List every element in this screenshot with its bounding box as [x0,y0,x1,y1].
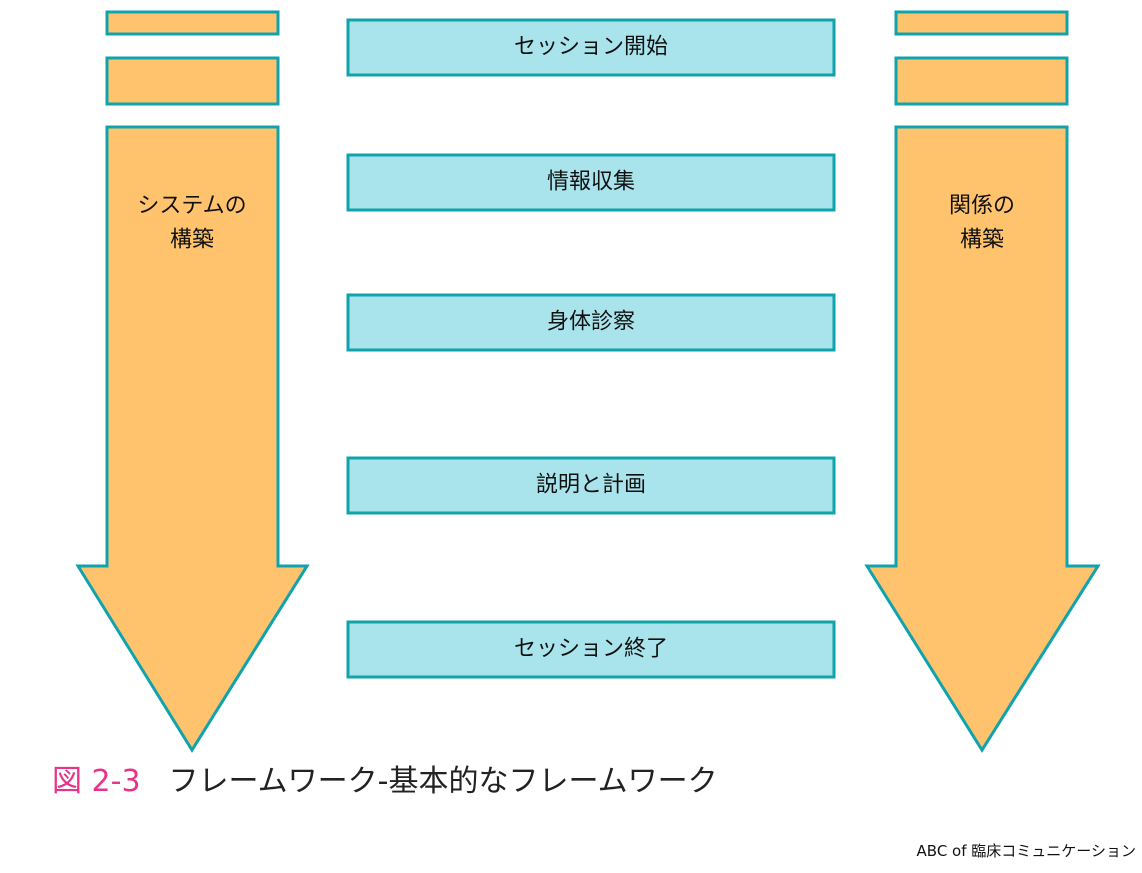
right-track-label-line-2: 構築 [960,228,1004,253]
left-track-top-bar [105,10,280,36]
right-track-arrow-body [864,125,1101,753]
right-track-label-line-1: 関係の [949,194,1015,219]
step-session-end: セッション終了 [346,620,836,679]
step-label: セッション開始 [514,35,668,60]
left-track-label-line-1: システムの [137,194,246,219]
step-session-start: セッション開始 [346,18,836,77]
left-track-second-bar [105,56,280,106]
step-label: 情報収集 [547,170,635,195]
step-label: 身体診察 [547,310,635,335]
right-track-top-bar [894,10,1069,36]
figure-number: 図 2-3 [52,764,141,799]
figure-caption: 図 2-3 フレームワーク-基本的なフレームワーク [52,760,718,804]
step-box [346,620,836,679]
step-label: セッション終了 [514,637,668,662]
step-box [346,293,836,352]
footer-credit: ABC of 臨床コミュニケーション [916,842,1136,860]
step-label: 説明と計画 [536,473,646,498]
step-explanation-planning: 説明と計画 [346,456,836,515]
step-box [346,456,836,515]
left-track-arrow-body [75,125,310,753]
step-information-gathering: 情報収集 [346,153,836,212]
step-box [346,153,836,212]
right-track-second-bar [894,56,1069,106]
step-box [346,18,836,77]
step-physical-exam: 身体診察 [346,293,836,352]
left-track-arrow: システムの 構築 [75,10,310,753]
right-track-arrow: 関係の 構築 [864,10,1101,753]
figure-title: フレームワーク-基本的なフレームワーク [168,764,718,799]
left-track-label-line-2: 構築 [170,228,214,253]
